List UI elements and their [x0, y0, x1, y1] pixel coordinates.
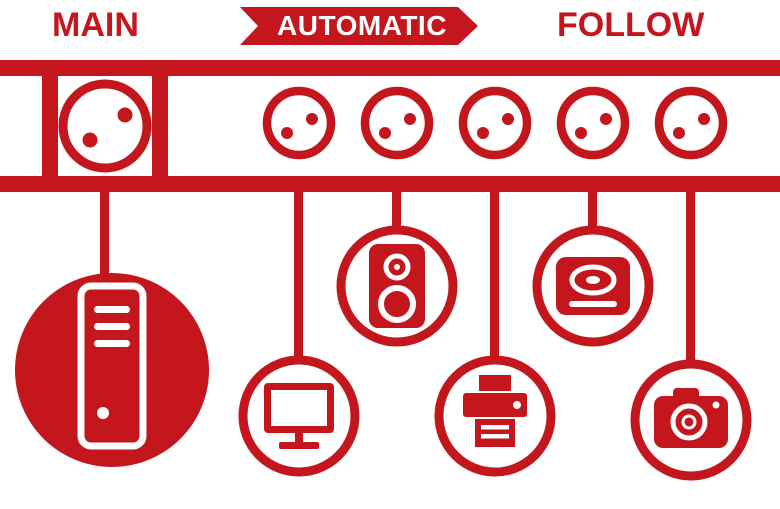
- automatic-label: AUTOMATIC: [277, 10, 447, 41]
- main-socket-box-right: [152, 60, 168, 192]
- main-power-socket-icon: [58, 79, 152, 173]
- follow-section-label: FOLLOW: [557, 6, 705, 44]
- camera-icon: [630, 359, 752, 481]
- camera-power-cord: [686, 192, 695, 364]
- monitor-power-cord: [294, 192, 303, 360]
- computer-tower-icon: [15, 273, 209, 467]
- monitor-icon: [238, 355, 360, 477]
- follow-power-socket-icon: [360, 86, 434, 160]
- printer-icon: [434, 355, 556, 477]
- main-power-cord: [100, 192, 109, 276]
- hard-drive-power-cord: [588, 192, 597, 230]
- main-section-label: MAIN: [52, 6, 139, 44]
- follow-power-socket-icon: [458, 86, 532, 160]
- printer-power-cord: [490, 192, 499, 360]
- follow-power-socket-icon: [262, 86, 336, 160]
- speaker-power-cord: [392, 192, 401, 230]
- hard-drive-icon: [532, 225, 654, 347]
- strip-top-rail: [0, 60, 780, 76]
- strip-bottom-rail: [0, 176, 780, 192]
- follow-power-socket-icon: [654, 86, 728, 160]
- speaker-icon: [336, 225, 458, 347]
- follow-power-socket-icon: [556, 86, 630, 160]
- automatic-ribbon: AUTOMATIC: [240, 7, 478, 45]
- main-socket-box-left: [42, 60, 58, 192]
